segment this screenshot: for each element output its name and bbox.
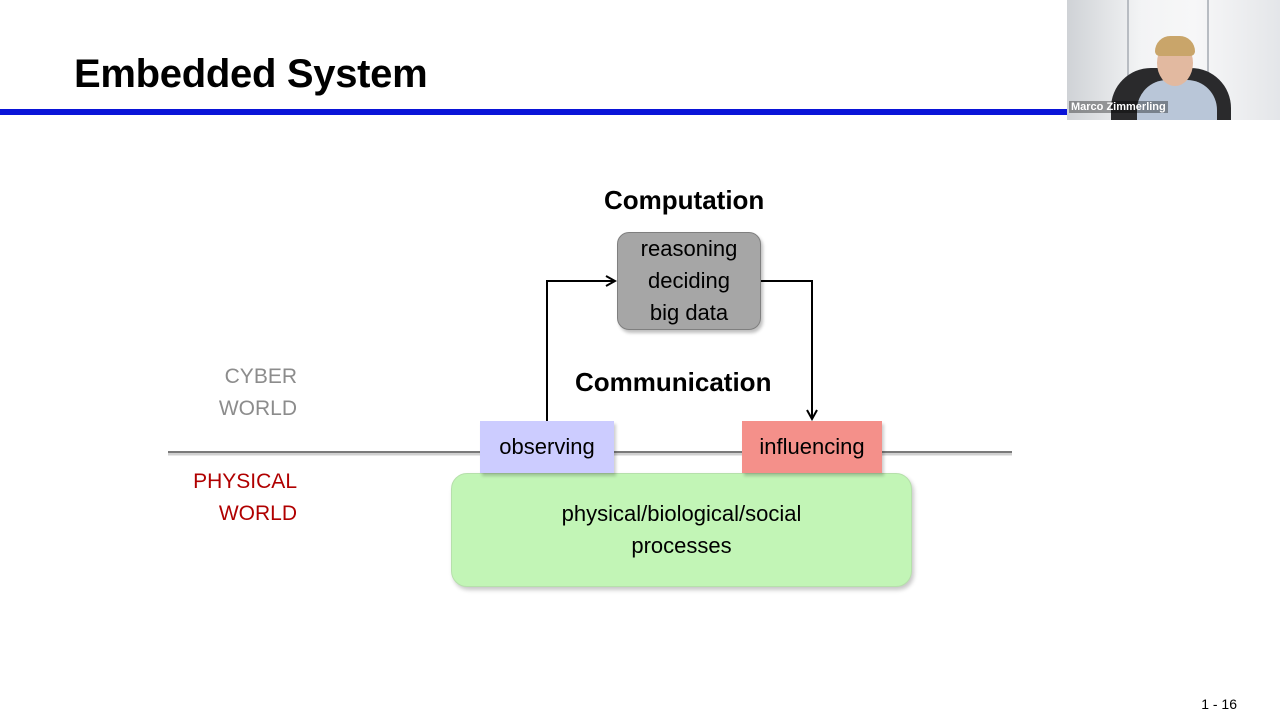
- observing-to-computation-arrow: [546, 281, 615, 421]
- title-rule: [0, 109, 1068, 115]
- webcam-door-frame: [1207, 0, 1209, 120]
- processes-line2: processes: [631, 533, 732, 558]
- computation-heading: Computation: [604, 185, 765, 215]
- computation-box: reasoning deciding big data: [617, 232, 761, 330]
- computation-item-big-data: big data: [649, 300, 729, 325]
- computation-to-influencing-arrow: [761, 280, 812, 419]
- processes-line1: physical/biological/social: [561, 501, 802, 526]
- cyber-world-line1: CYBER: [224, 365, 297, 388]
- computation-item-reasoning: reasoning: [640, 236, 738, 261]
- processes-box: physical/biological/social processes: [451, 473, 912, 587]
- physical-world-label: PHYSICAL WORLD: [157, 466, 297, 530]
- webcam-person-hair: [1155, 36, 1195, 56]
- webcam-door-frame: [1127, 0, 1129, 120]
- cyber-world-line2: WORLD: [218, 397, 297, 420]
- webcam-person-body: [1137, 80, 1217, 120]
- observing-box: observing: [480, 421, 614, 473]
- influencing-box: influencing: [742, 421, 882, 473]
- computation-item-deciding: deciding: [648, 268, 730, 293]
- physical-world-line1: PHYSICAL: [193, 470, 297, 493]
- webcam-video[interactable]: Marco Zimmerling: [1067, 0, 1280, 120]
- physical-world-line2: WORLD: [218, 502, 297, 525]
- communication-heading: Communication: [575, 367, 772, 397]
- slide-title: Embedded System: [74, 52, 428, 96]
- cyber-world-label: CYBER WORLD: [157, 361, 297, 425]
- participant-name: Marco Zimmerling: [1069, 101, 1168, 113]
- page-number: 1 - 16: [1201, 696, 1237, 712]
